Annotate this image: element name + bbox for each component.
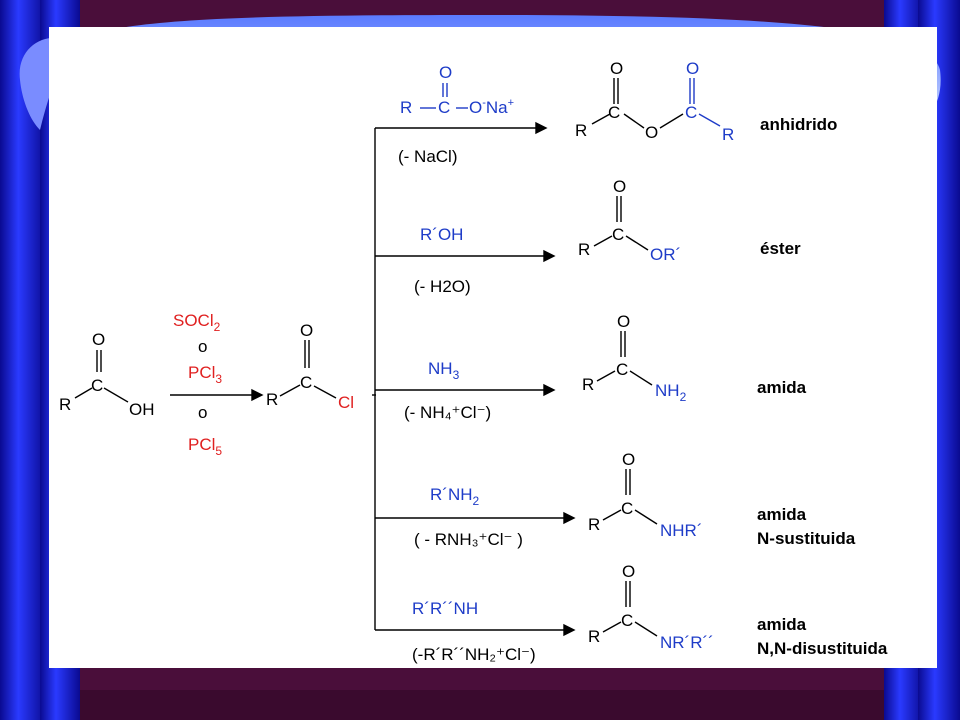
label-anhidrido: anhidrido (760, 115, 837, 134)
acyl-C: C (300, 373, 312, 392)
label-amida: amida (757, 378, 807, 397)
svg-text:R: R (582, 375, 594, 394)
branch5-byproduct: (-R´R´´NH₂⁺Cl⁻) (412, 645, 536, 664)
reactant-O: O (92, 330, 105, 349)
branch4-byproduct: ( - RNH₃⁺Cl⁻ ) (414, 530, 523, 549)
branch3-byproduct: (- NH₄⁺Cl⁻) (404, 403, 491, 422)
svg-text:C: C (621, 499, 633, 518)
svg-text:R: R (722, 125, 734, 144)
svg-text:R: R (578, 240, 590, 259)
svg-text:O: O (645, 123, 658, 142)
svg-text:C: C (612, 225, 624, 244)
svg-text:C: C (608, 103, 620, 122)
acyl-R: R (266, 390, 278, 409)
reactant-OH: OH (129, 400, 155, 419)
svg-text:O: O (622, 562, 635, 581)
svg-text:R: R (588, 627, 600, 646)
label-amida-n: amida (757, 505, 807, 524)
reagent-pcl5: PCl5 (188, 435, 222, 458)
reagent-socl2: SOCl2 (173, 311, 221, 334)
branch5-reagent: R´R´´NH (412, 599, 478, 618)
or-1: o (198, 337, 207, 356)
branch4-reagent: R´NH2 (430, 485, 480, 508)
reactant-R: R (59, 395, 71, 414)
reagent-pcl3: PCl3 (188, 363, 222, 386)
svg-text:R: R (575, 121, 587, 140)
reactant-C: C (91, 376, 103, 395)
svg-text:O: O (622, 450, 635, 469)
svg-text:O: O (439, 63, 452, 82)
n-subst-group: NHR´ (660, 521, 703, 540)
branch1-byproduct: (- NaCl) (398, 147, 458, 166)
svg-text:C: C (621, 611, 633, 630)
or-2: o (198, 403, 207, 422)
svg-text:O: O (617, 312, 630, 331)
acyl-Cl: Cl (338, 393, 354, 412)
svg-text:C: C (438, 98, 450, 117)
amide-group: NH2 (655, 381, 687, 404)
content-panel (49, 27, 937, 668)
svg-text:R: R (400, 98, 412, 117)
svg-text:C: C (685, 103, 697, 122)
nn-subst-group: NR´R´´ (660, 633, 714, 652)
acyl-O: O (300, 321, 313, 340)
branch2-reagent: R´OH (420, 225, 463, 244)
label-ester: éster (760, 239, 801, 258)
svg-text:R: R (588, 515, 600, 534)
branch2-byproduct: (- H2O) (414, 277, 471, 296)
svg-text:O: O (610, 59, 623, 78)
svg-text:C: C (616, 360, 628, 379)
label-n-sustituida: N-sustituida (757, 529, 856, 548)
label-amida-nn: amida (757, 615, 807, 634)
svg-text:O: O (613, 177, 626, 196)
svg-text:O: O (686, 59, 699, 78)
ester-group: OR´ (650, 245, 681, 264)
branch3-reagent: NH3 (428, 359, 460, 382)
label-nn-disustituida: N,N-disustituida (757, 639, 888, 658)
branch1-reagent: O-Na+ (469, 97, 514, 117)
